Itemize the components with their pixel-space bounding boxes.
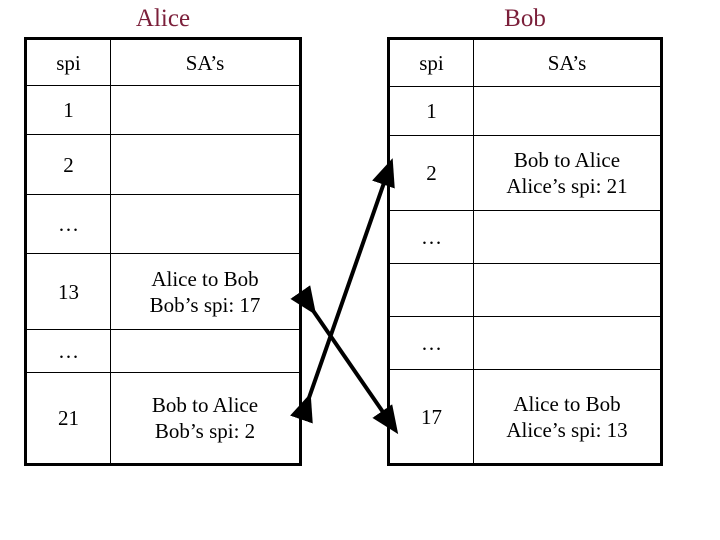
bob-row-sa — [473, 210, 660, 265]
arrow-alice21-bob2 — [290, 158, 395, 424]
table-row: 2 Bob to Alice Alice’s spi: 21 — [390, 135, 660, 212]
bob-row-spi: 2 — [390, 135, 474, 212]
table-row: 1 — [390, 86, 660, 137]
arrow-alice13-bob17 — [290, 285, 399, 435]
bob-row-spi: … — [390, 210, 474, 265]
alice-row-sa — [110, 134, 299, 196]
bob-row-sa-line1: Bob to Alice — [513, 148, 621, 173]
table-row: … — [390, 316, 660, 371]
alice-row-spi: 21 — [27, 372, 111, 463]
bob-title: Bob — [504, 5, 546, 32]
alice-row-spi: … — [27, 329, 111, 374]
alice-row-sa — [110, 194, 299, 255]
alice-header-sas: SA’s — [110, 40, 299, 87]
bob-row-sa — [473, 86, 660, 137]
alice-row-spi: 2 — [27, 134, 111, 196]
table-row: 2 — [27, 134, 299, 196]
table-row: 21 Bob to Alice Bob’s spi: 2 — [27, 372, 299, 463]
alice-row-sa-line1: Alice to Bob — [151, 266, 259, 291]
bob-row-spi — [390, 263, 474, 318]
alice-row-spi: 1 — [27, 85, 111, 136]
alice-row-sa-line2: Bob’s spi: 2 — [154, 419, 256, 444]
bob-row-sa-line2: Alice’s spi: 13 — [506, 417, 628, 442]
bob-row-sa: Bob to Alice Alice’s spi: 21 — [473, 135, 660, 212]
bob-header-sas: SA’s — [473, 40, 660, 88]
table-header-row: spi SA’s — [390, 40, 660, 88]
alice-row-sa-line2: Bob’s spi: 17 — [149, 292, 261, 317]
alice-row-sa — [110, 85, 299, 136]
table-header-row: spi SA’s — [27, 40, 299, 87]
bob-header-spi: spi — [390, 40, 474, 88]
bob-row-spi: 1 — [390, 86, 474, 137]
bob-row-spi: 17 — [390, 369, 474, 463]
bob-row-sa: Alice to Bob Alice’s spi: 13 — [473, 369, 660, 463]
bob-row-sa-line1: Alice to Bob — [513, 391, 621, 416]
alice-header-spi: spi — [27, 40, 111, 87]
alice-row-sa — [110, 329, 299, 374]
alice-title: Alice — [135, 5, 191, 32]
table-row — [390, 263, 660, 318]
table-row: … — [390, 210, 660, 265]
bob-row-spi: … — [390, 316, 474, 371]
table-row: 13 Alice to Bob Bob’s spi: 17 — [27, 253, 299, 331]
bob-sa-table: spi SA’s 1 2 Bob to Alice Alice’s spi: 2… — [387, 37, 663, 466]
alice-row-sa-line1: Bob to Alice — [151, 393, 259, 418]
alice-row-sa: Alice to Bob Bob’s spi: 17 — [110, 253, 299, 331]
table-row: 17 Alice to Bob Alice’s spi: 13 — [390, 369, 660, 463]
bob-row-sa-line2: Alice’s spi: 21 — [506, 174, 628, 199]
alice-row-spi: … — [27, 194, 111, 255]
alice-row-sa: Bob to Alice Bob’s spi: 2 — [110, 372, 299, 463]
bob-row-sa — [473, 263, 660, 318]
table-row: … — [27, 329, 299, 374]
table-row: 1 — [27, 85, 299, 136]
table-row: … — [27, 194, 299, 255]
alice-row-spi: 13 — [27, 253, 111, 331]
alice-sa-table: spi SA’s 1 2 … — [24, 37, 302, 466]
bob-row-sa — [473, 316, 660, 371]
